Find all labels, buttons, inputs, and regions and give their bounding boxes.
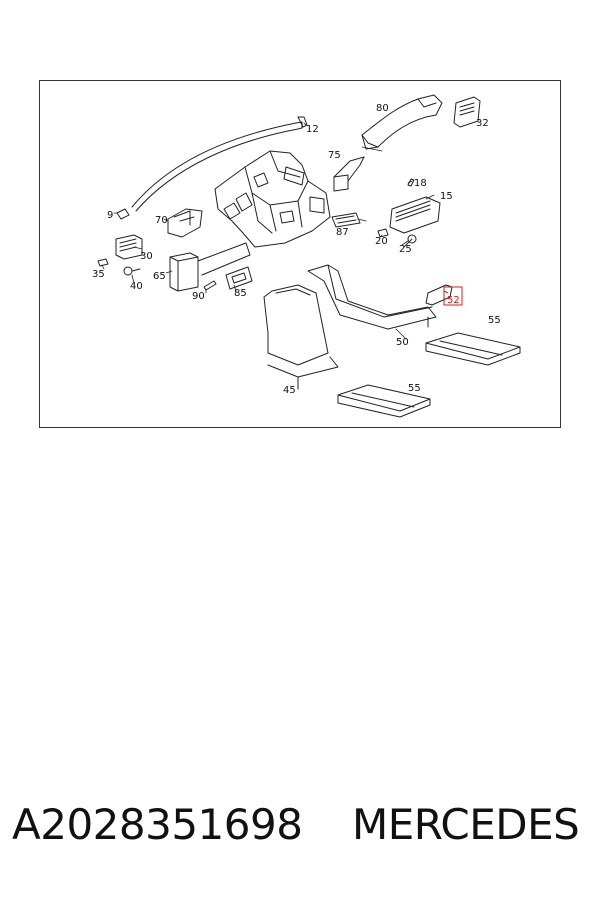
callout-87: 87	[336, 227, 349, 238]
callout-65: 65	[153, 271, 166, 282]
heater-housing-part	[214, 150, 331, 248]
callout-20: 20	[375, 236, 388, 247]
callout-55-bottom: 55	[408, 383, 421, 394]
floor-duct-55-right-part	[425, 332, 521, 366]
callout-70: 70	[155, 215, 168, 226]
screw-25-part	[403, 234, 417, 248]
leader-lines	[101, 122, 449, 340]
callout-25: 25	[399, 244, 412, 255]
clip-part	[116, 208, 130, 220]
callout-18: 18	[414, 178, 427, 189]
centre-vent-15-part	[389, 196, 441, 234]
callout-9: 9	[107, 210, 113, 221]
callout-55-right: 55	[488, 315, 501, 326]
duct-80-part	[361, 94, 443, 150]
callout-40: 40	[130, 281, 143, 292]
callout-52: 52	[447, 295, 460, 306]
duct-75-part	[333, 156, 365, 192]
pin-18-part	[407, 178, 415, 187]
grille-87-part	[331, 212, 361, 228]
duct-65-part	[169, 242, 251, 292]
screw-90-part	[203, 280, 217, 291]
clip-20-part	[377, 228, 389, 238]
bracket-85-part	[225, 266, 253, 290]
callout-75: 75	[328, 150, 341, 161]
part-number: A2028351698	[12, 800, 303, 849]
callout-50: 50	[396, 337, 409, 348]
brand-name: MERCEDES	[352, 800, 580, 849]
part-caption: A2028351698 MERCEDES	[12, 800, 592, 860]
callout-90: 90	[192, 291, 205, 302]
parts-diagram-frame: 80 32 12 75 18 15 9 70 87 20 25 30 35 65…	[39, 80, 561, 428]
floor-duct-45-part	[263, 284, 339, 390]
callout-30: 30	[140, 251, 153, 262]
callout-80: 80	[376, 103, 389, 114]
callout-32: 32	[476, 118, 489, 129]
screw-40-part	[123, 266, 141, 276]
floor-duct-55-bottom-part	[337, 384, 431, 418]
callout-15: 15	[440, 191, 453, 202]
trim-strip-part	[131, 116, 308, 212]
left-vent-70-part	[167, 208, 203, 238]
part-52	[425, 284, 453, 306]
callout-85: 85	[234, 288, 247, 299]
left-vent-30-part	[115, 234, 143, 260]
callout-35: 35	[92, 269, 105, 280]
callout-52-highlight-box	[443, 286, 463, 306]
callout-45: 45	[283, 385, 296, 396]
screw-35-part	[97, 258, 109, 267]
callout-12: 12	[306, 124, 319, 135]
vent-32-part	[453, 96, 481, 128]
floor-duct-50-part	[307, 264, 437, 330]
callout-labels: 80 32 12 75 18 15 9 70 87 20 25 30 35 65…	[92, 103, 501, 396]
parts-diagram: 80 32 12 75 18 15 9 70 87 20 25 30 35 65…	[92, 94, 521, 418]
